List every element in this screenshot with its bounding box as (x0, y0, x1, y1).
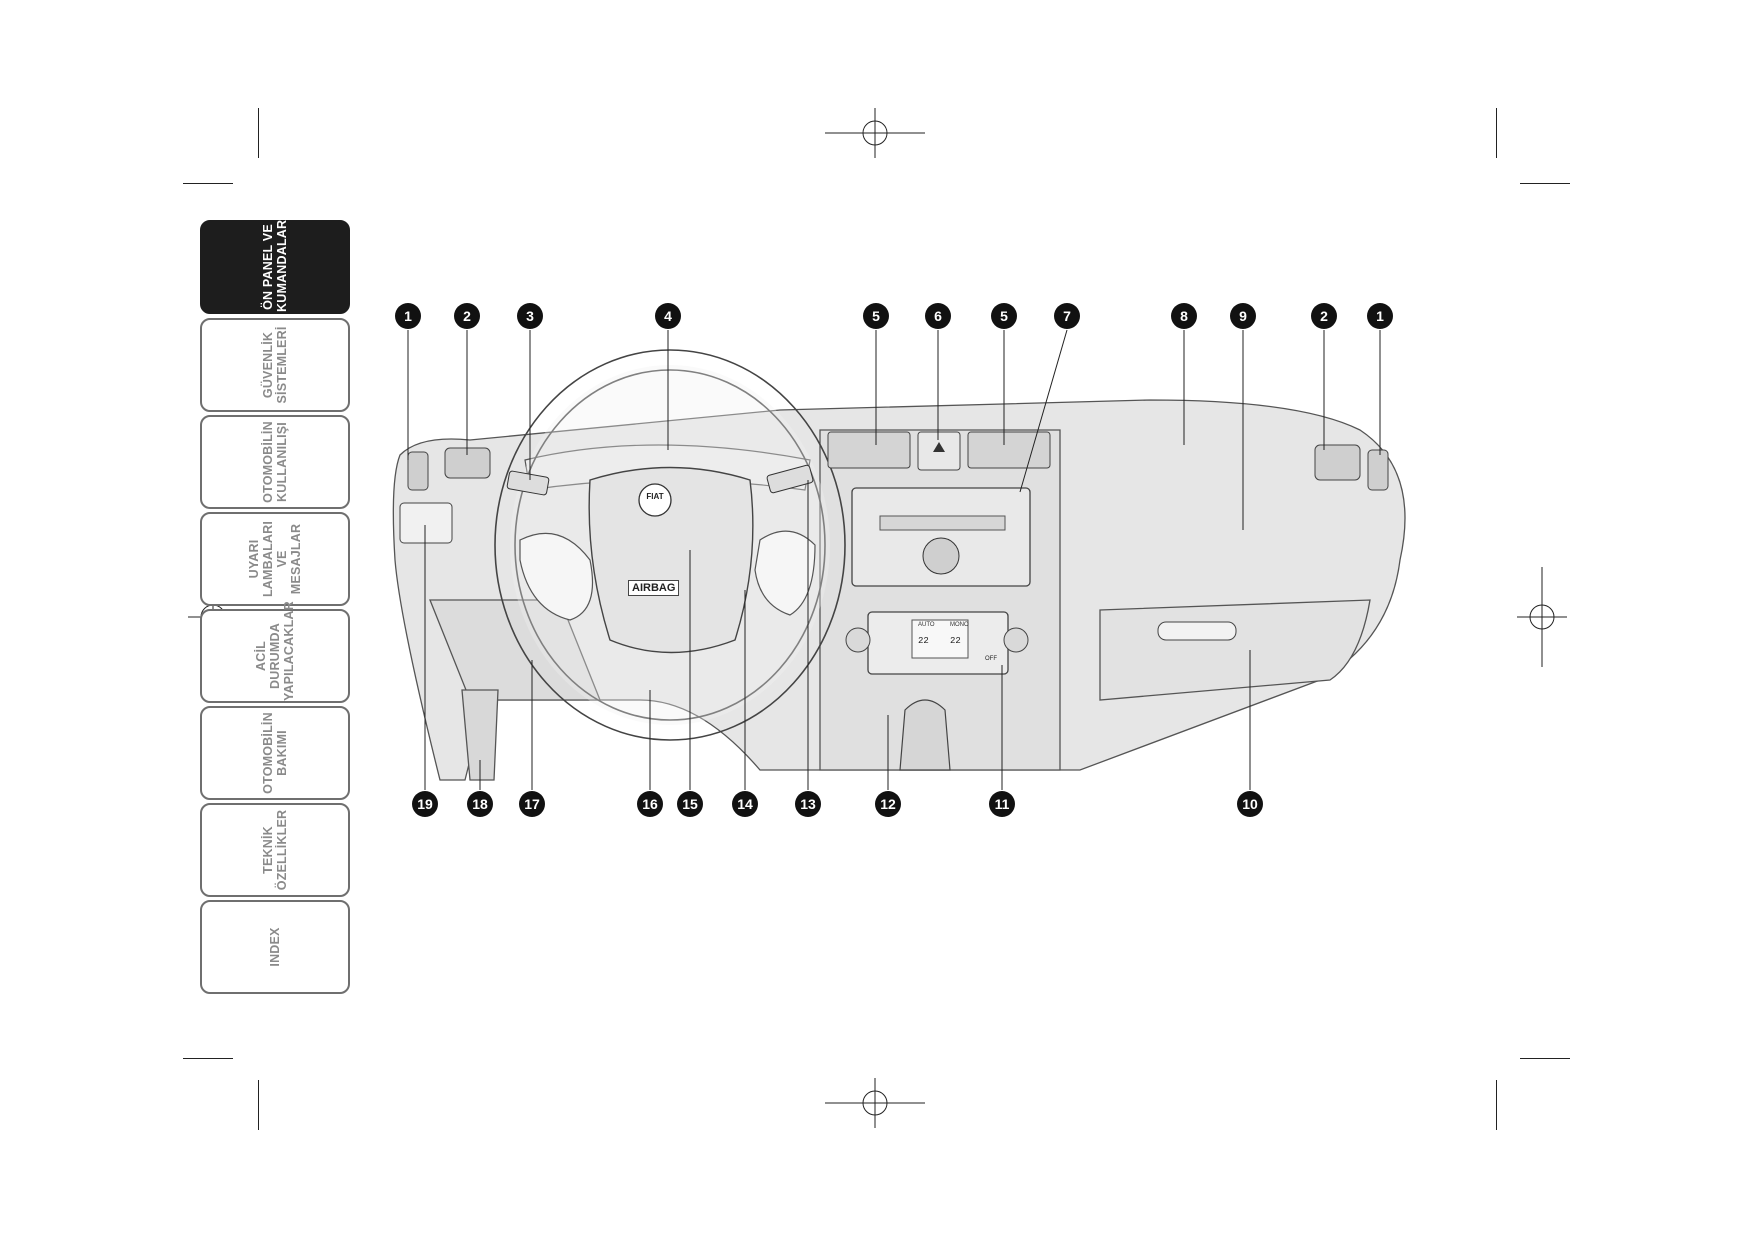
crop-mark (1496, 1080, 1497, 1130)
callout-12: 12 (875, 791, 901, 817)
callout-4: 4 (655, 303, 681, 329)
tab-index[interactable]: INDEX (200, 900, 350, 994)
callout-18: 18 (467, 791, 493, 817)
climate-mode-right: MONO (950, 622, 969, 628)
tab-warning-lights[interactable]: UYARI LAMBALARI VE MESAJLAR (200, 512, 350, 606)
callout-1-right: 1 (1367, 303, 1393, 329)
climate-temp-right: 22 (950, 636, 961, 646)
tab-specifications[interactable]: TEKNİK ÖZELLİKLER (200, 803, 350, 897)
tab-dashboard-controls[interactable]: ÖN PANEL VE KUMANDALAR (200, 220, 350, 314)
callout-19: 19 (412, 791, 438, 817)
callout-7: 7 (1054, 303, 1080, 329)
callout-8: 8 (1171, 303, 1197, 329)
tab-maintenance[interactable]: OTOMOBİLİN BAKIMI (200, 706, 350, 800)
callout-1-left: 1 (395, 303, 421, 329)
crop-mark (1496, 108, 1497, 158)
callout-17: 17 (519, 791, 545, 817)
tab-emergency[interactable]: ACİL DURUMDA YAPILACAKLAR (200, 601, 350, 703)
callout-5-right: 5 (991, 303, 1017, 329)
fiat-logo: FIAT (646, 492, 664, 501)
registration-mark-top (825, 108, 925, 158)
callout-14: 14 (732, 791, 758, 817)
callout-5-left: 5 (863, 303, 889, 329)
tab-vehicle-use[interactable]: OTOMOBİLİN KULLANILIŞI (200, 415, 350, 509)
callout-6: 6 (925, 303, 951, 329)
tab-safety[interactable]: GÜVENLİK SİSTEMLERİ (200, 318, 350, 412)
climate-mode-left: AUTO (918, 622, 935, 628)
crop-mark (1520, 1058, 1570, 1059)
crop-mark (183, 1058, 233, 1059)
airbag-label: AIRBAG (628, 580, 680, 596)
registration-mark-right (1517, 567, 1567, 667)
crop-mark (258, 108, 259, 158)
callout-16: 16 (637, 791, 663, 817)
callout-2-left: 2 (454, 303, 480, 329)
callout-3: 3 (517, 303, 543, 329)
callout-9: 9 (1230, 303, 1256, 329)
callout-2-right: 2 (1311, 303, 1337, 329)
callout-15: 15 (677, 791, 703, 817)
registration-mark-bottom (825, 1078, 925, 1128)
callout-13: 13 (795, 791, 821, 817)
crop-mark (183, 183, 233, 184)
climate-off-button: OFF (985, 656, 997, 662)
climate-temp-left: 22 (918, 636, 929, 646)
crop-mark (258, 1080, 259, 1130)
callout-10: 10 (1237, 791, 1263, 817)
callout-11: 11 (989, 791, 1015, 817)
section-tabs: ÖN PANEL VE KUMANDALAR GÜVENLİK SİSTEMLE… (200, 220, 352, 1010)
crop-mark (1520, 183, 1570, 184)
